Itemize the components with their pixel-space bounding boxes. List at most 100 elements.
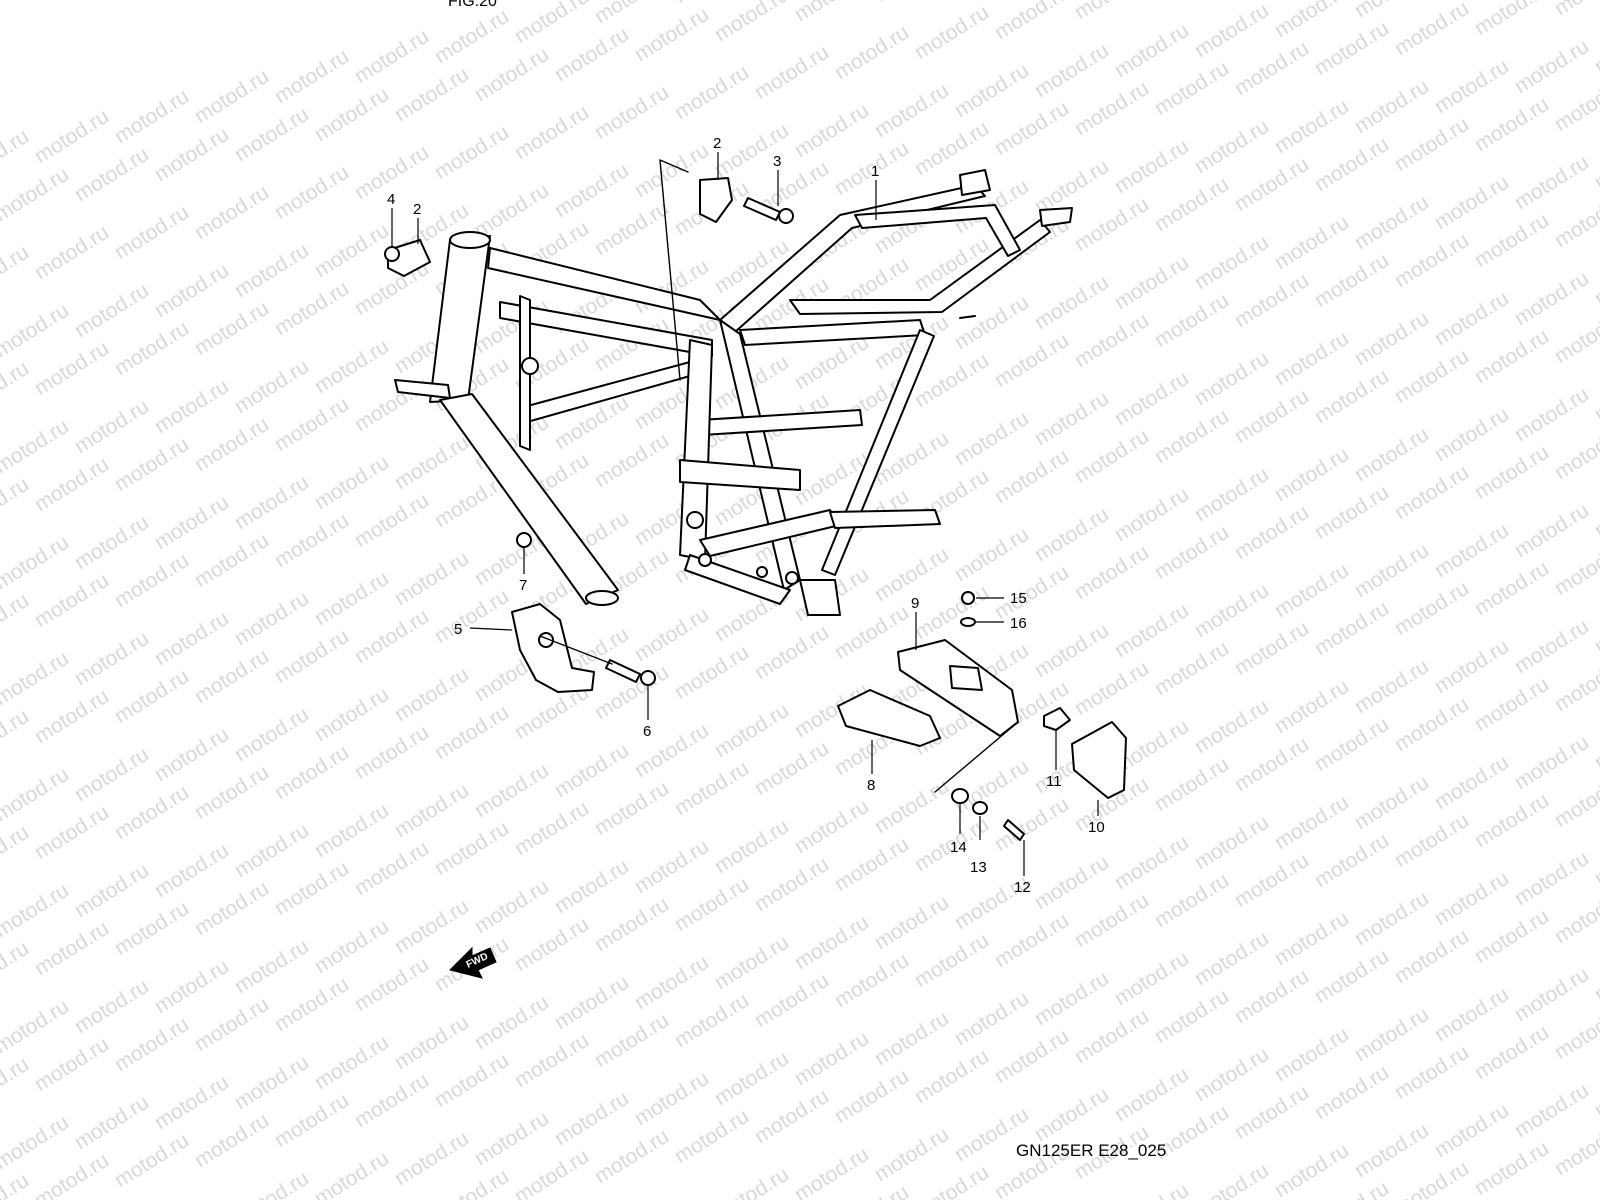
watermark-text: motod.ru	[1390, 1157, 1472, 1200]
watermark-text: motod.ru	[230, 819, 312, 882]
watermark-text: motod.ru	[70, 143, 152, 206]
watermark-text: motod.ru	[30, 685, 112, 748]
callout-7: 7	[519, 577, 527, 594]
watermark-text: motod.ru	[1230, 501, 1312, 564]
watermark-text: motod.ru	[270, 973, 352, 1036]
watermark-text: motod.ru	[1270, 1023, 1352, 1086]
watermark-text: motod.ru	[270, 509, 352, 572]
watermark-text: motod.ru	[1030, 387, 1112, 450]
watermark-text: motod.ru	[910, 1, 992, 64]
assembly-line-part-9	[934, 721, 1019, 793]
watermark-text: motod.ru	[630, 951, 712, 1014]
watermark-text: motod.ru	[710, 119, 792, 182]
watermark-text: motod.ru	[1390, 113, 1472, 176]
watermark-text: motod.ru	[990, 445, 1072, 508]
watermark-text: motod.ru	[230, 355, 312, 418]
rear-tab-right	[1039, 207, 1073, 227]
guard-part-10	[1071, 721, 1127, 799]
watermark-text: motod.ru	[750, 41, 832, 104]
watermark-text: motod.ru	[0, 531, 73, 594]
watermark-text: motod.ru	[1150, 637, 1232, 700]
watermark-text: motod.ru	[390, 663, 472, 726]
watermark-text: motod.ru	[270, 741, 352, 804]
watermark-text: motod.ru	[150, 723, 232, 786]
watermark-text: motod.ru	[1470, 789, 1552, 852]
watermark-text: motod.ru	[1230, 1081, 1312, 1144]
watermark-text: motod.ru	[1350, 191, 1432, 254]
watermark-text: motod.ru	[1190, 1159, 1272, 1200]
watermark-text: motod.ru	[1190, 463, 1272, 526]
watermark-text: motod.ru	[550, 855, 632, 918]
watermark-text: motod.ru	[1550, 421, 1600, 484]
down-tube	[439, 393, 619, 605]
watermark-text: motod.ru	[990, 793, 1072, 856]
watermark-text: motod.ru	[1510, 1079, 1592, 1142]
head-tube-top	[449, 231, 491, 249]
watermark-text: motod.ru	[310, 83, 392, 146]
watermark-text: motod.ru	[1430, 403, 1512, 466]
watermark-text: motod.ru	[1550, 1001, 1600, 1064]
watermark-text: motod.ru	[390, 1127, 472, 1190]
watermark-text: motod.ru	[430, 701, 512, 764]
watermark-text: motod.ru	[110, 433, 192, 496]
watermark-text: motod.ru	[710, 1163, 792, 1200]
watermark-text: motod.ru	[510, 1029, 592, 1092]
bushing-part-14	[951, 788, 969, 804]
watermark-text: motod.ru	[190, 877, 272, 940]
watermark-text: motod.ru	[0, 589, 33, 652]
watermark-text: motod.ru	[1270, 559, 1352, 622]
bracket-part-5	[511, 603, 595, 693]
watermark-text: motod.ru	[1270, 211, 1352, 274]
watermark-text: motod.ru	[1110, 135, 1192, 198]
callout-4: 4	[387, 191, 395, 208]
watermark-text: motod.ru	[1110, 947, 1192, 1010]
watermark-text: motod.ru	[470, 875, 552, 938]
watermark-text: motod.ru	[230, 1167, 312, 1200]
watermark-text: motod.ru	[1510, 847, 1592, 910]
watermark-text: motod.ru	[990, 97, 1072, 160]
watermark-text: motod.ru	[670, 873, 752, 936]
watermark-text: motod.ru	[1230, 849, 1312, 912]
diagram-code: GN125ER E28_025	[1016, 1141, 1166, 1160]
watermark-text: motod.ru	[830, 1181, 912, 1200]
watermark-text: motod.ru	[750, 969, 832, 1032]
watermark-text: motod.ru	[1030, 851, 1112, 914]
watermark-text: motod.ru	[910, 1161, 992, 1200]
watermark-text: motod.ru	[630, 3, 712, 66]
watermark-text: motod.ru	[790, 1027, 872, 1090]
watermark-text: motod.ru	[470, 179, 552, 242]
watermark-text: motod.ru	[550, 159, 632, 222]
watermark-text: motod.ru	[1110, 1063, 1192, 1126]
watermark-text: motod.ru	[1030, 967, 1112, 1030]
watermark-text: motod.ru	[110, 781, 192, 844]
callout-15: 15	[1010, 590, 1027, 607]
mount-hole-4	[756, 566, 768, 578]
watermark-text: motod.ru	[1550, 885, 1600, 948]
watermark-text: motod.ru	[310, 567, 392, 630]
watermark-text: motod.ru	[190, 297, 272, 360]
leader-lines	[391, 152, 1099, 876]
watermark-text: motod.ru	[950, 523, 1032, 586]
callout-2-left: 2	[413, 201, 421, 218]
watermark-text: motod.ru	[550, 971, 632, 1034]
watermark-text: motod.ru	[1070, 1005, 1152, 1068]
watermark-text: motod.ru	[30, 1033, 112, 1096]
watermark-text: motod.ru	[830, 1065, 912, 1128]
watermark-text: motod.ru	[1430, 635, 1512, 698]
watermark-text: motod.ru	[310, 915, 392, 978]
watermark-text: motod.ru	[190, 181, 272, 244]
watermark-text: motod.ru	[150, 955, 232, 1018]
fwd-arrow-icon: FWD	[449, 946, 497, 979]
watermark-text: motod.ru	[150, 839, 232, 902]
watermark-text: motod.ru	[1150, 173, 1232, 236]
watermark-text: motod.ru	[950, 407, 1032, 470]
watermark-text: motod.ru	[710, 699, 792, 762]
watermark-text: motod.ru	[550, 23, 632, 86]
watermark-text: motod.ru	[1430, 55, 1512, 118]
watermark-text: motod.ru	[1470, 325, 1552, 388]
watermark-text: motod.ru	[1310, 17, 1392, 80]
collar-part-13	[972, 801, 988, 815]
assembly-line-part-2	[659, 159, 689, 381]
watermark-text: motod.ru	[1550, 305, 1600, 368]
watermark-text: motod.ru	[150, 607, 232, 670]
